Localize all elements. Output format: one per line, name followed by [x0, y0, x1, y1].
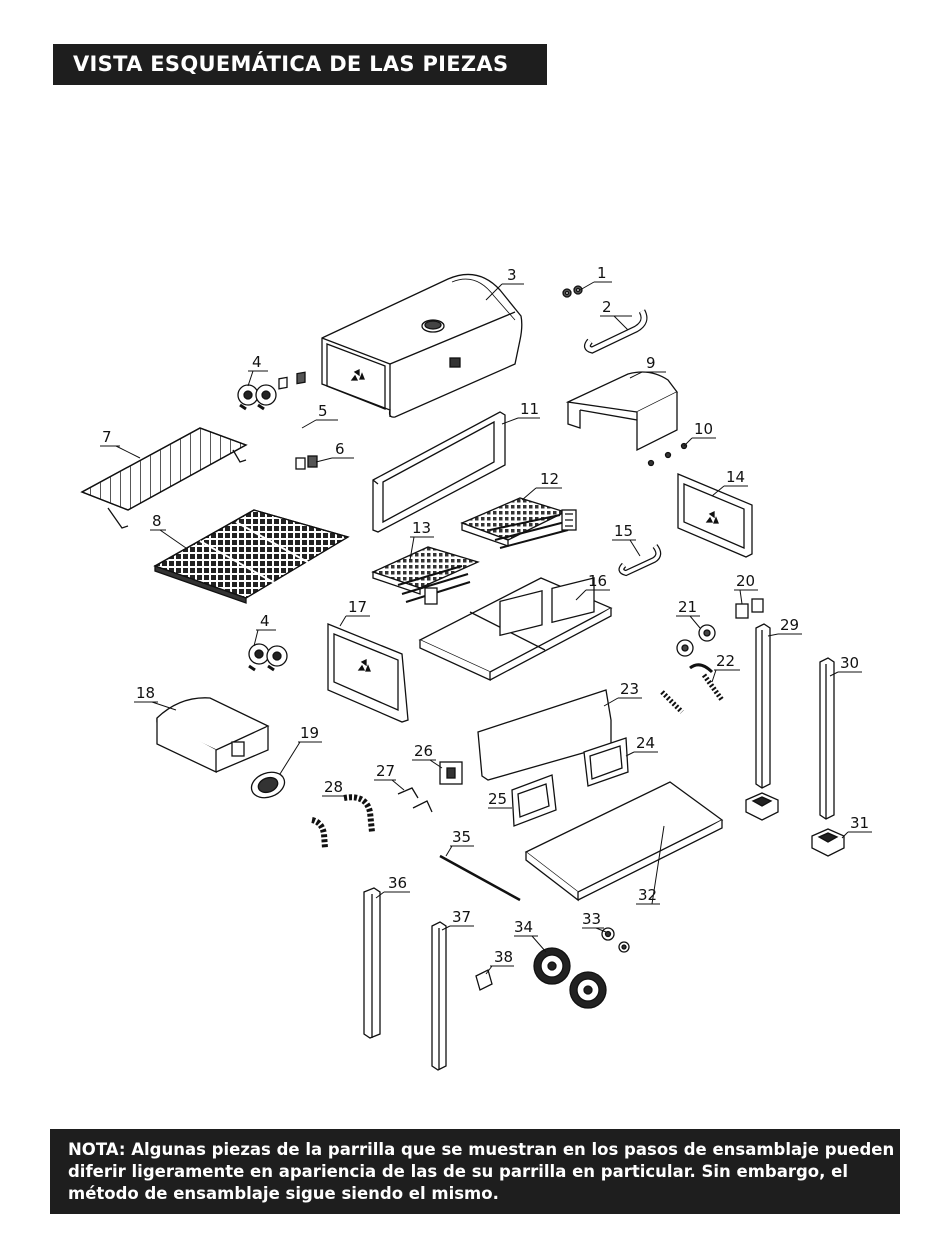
label-part-21: 21: [678, 598, 697, 616]
label-part-17: 17: [348, 598, 367, 616]
part-15-handle: [618, 544, 662, 577]
part-3-lid: [321, 273, 523, 418]
part-14-right-panel: [677, 473, 753, 558]
part-labels: 3 1 2 4 5 6 7 8 9 10 11 12 13 14 15 16 1…: [102, 264, 869, 966]
label-part-12: 12: [540, 470, 559, 488]
part-23-front-panel: [477, 577, 612, 781]
label-part-26: 26: [414, 742, 433, 760]
label-part-3: 3: [507, 266, 517, 284]
part-9-side-cover: [565, 371, 678, 452]
part-20-brackets: [735, 598, 764, 619]
label-part-37: 37: [452, 908, 471, 926]
part-34-wheels: [533, 947, 607, 1009]
part-7-warming-rack: [80, 427, 248, 529]
label-part-4-top: 4: [252, 353, 262, 371]
part-1-nuts: [562, 285, 583, 298]
label-part-28: 28: [324, 778, 343, 796]
label-part-16: 16: [588, 572, 607, 590]
part-25-door: [511, 774, 557, 827]
part-13-heat-tent: [371, 546, 480, 605]
label-part-1: 1: [597, 264, 607, 282]
label-part-35: 35: [452, 828, 471, 846]
part-18-side-burner: [156, 697, 270, 774]
label-part-22: 22: [716, 652, 735, 670]
label-part-27: 27: [376, 762, 395, 780]
label-part-20: 20: [736, 572, 755, 590]
part-10-screws: [647, 442, 688, 467]
part-19-burner-ring: [250, 771, 286, 799]
part-22-valves: [660, 663, 725, 714]
label-part-34: 34: [514, 918, 533, 936]
part-8-cooking-grates: [153, 509, 350, 604]
part-11-back-panel: [372, 411, 506, 533]
assembly-note: NOTA: Algunas piezas de la parrilla que …: [50, 1129, 900, 1214]
part-35-axle: [439, 854, 521, 902]
part-29-leg: [755, 623, 771, 789]
label-part-4-bottom: 4: [260, 612, 270, 630]
label-part-15: 15: [614, 522, 633, 540]
leader-lines: [100, 281, 872, 975]
leg-caps: [745, 792, 845, 857]
label-part-13: 13: [412, 519, 431, 537]
label-part-19: 19: [300, 724, 319, 742]
label-part-36: 36: [388, 874, 407, 892]
part-24-door: [583, 737, 629, 787]
label-part-5: 5: [318, 402, 328, 420]
part-38-bracket: [475, 969, 493, 991]
label-part-29: 29: [780, 616, 799, 634]
label-part-6: 6: [335, 440, 345, 458]
part-33-wheel-hardware: [601, 927, 630, 953]
label-part-18: 18: [136, 684, 155, 702]
part-5-clips: [278, 371, 306, 390]
label-part-10: 10: [694, 420, 713, 438]
label-part-38: 38: [494, 948, 513, 966]
part-26-bracket: [439, 761, 463, 785]
part-21-knob-bases: [676, 624, 716, 657]
part-27-clips: [397, 787, 433, 813]
note-line-2: diferir ligeramente en apariencia de las…: [68, 1162, 849, 1181]
label-part-7: 7: [102, 428, 112, 446]
label-part-2: 2: [602, 298, 612, 316]
part-4-knobs-top: [237, 384, 277, 411]
label-part-24: 24: [636, 734, 655, 752]
label-part-11: 11: [520, 400, 539, 418]
part-30-leg: [819, 657, 835, 820]
label-part-30: 30: [840, 654, 859, 672]
part-4-knobs-bottom: [248, 643, 288, 672]
label-part-25: 25: [488, 790, 507, 808]
part-32-bottom-shelf: [524, 781, 724, 902]
label-part-23: 23: [620, 680, 639, 698]
label-part-33: 33: [582, 910, 601, 928]
part-6-igniters: [295, 455, 318, 470]
part-36-leg: [363, 887, 381, 1039]
label-part-14: 14: [726, 468, 745, 486]
label-part-31: 31: [850, 814, 869, 832]
part-37-leg: [431, 921, 447, 1071]
part-28-hoses: [311, 794, 375, 849]
part-17-left-panel: [327, 623, 409, 723]
page-title: VISTA ESQUEMÁTICA DE LAS PIEZAS: [53, 44, 547, 85]
label-part-8: 8: [152, 512, 162, 530]
part-2-lid-handle: [583, 309, 648, 354]
label-part-32: 32: [638, 886, 657, 904]
note-line-1: NOTA: Algunas piezas de la parrilla que …: [68, 1140, 895, 1159]
note-line-3: método de ensamblaje sigue siendo el mis…: [68, 1184, 499, 1203]
part-12-heat-tent: [460, 497, 577, 549]
label-part-9: 9: [646, 354, 656, 372]
